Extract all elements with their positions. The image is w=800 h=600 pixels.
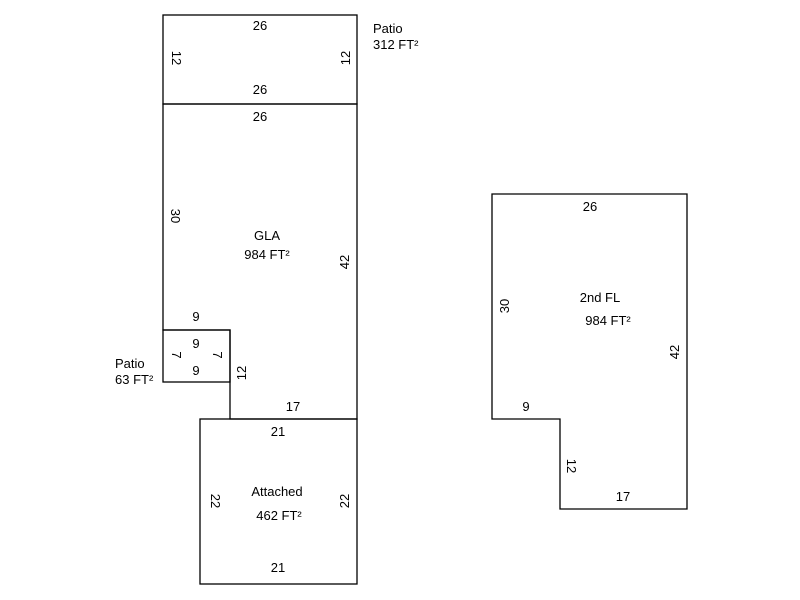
second-floor-dim-left: 30 — [497, 299, 512, 313]
patio-small-dim-right: 7 — [210, 351, 225, 358]
attached-dim-top: 21 — [271, 424, 285, 439]
gla-dim-left: 30 — [168, 209, 183, 223]
attached-dim-bottom: 21 — [271, 560, 285, 575]
patio-top-dim-left: 12 — [169, 51, 184, 65]
gla-area: 984 FT² — [244, 247, 290, 262]
attached-dim-right: 22 — [337, 494, 352, 508]
second-floor-dim-right: 42 — [667, 345, 682, 359]
second-floor-dim-notch-top: 9 — [522, 399, 529, 414]
patio-top-area: 312 FT² — [373, 37, 419, 52]
gla-dim-bottom: 17 — [286, 399, 300, 414]
attached-area: 462 FT² — [256, 508, 302, 523]
patio-small-name: Patio — [115, 356, 145, 371]
second-floor-dim-top: 26 — [583, 199, 597, 214]
gla-name: GLA — [254, 228, 280, 243]
gla-dim-notch-side: 12 — [234, 366, 249, 380]
second-floor-outline — [491, 193, 688, 510]
gla-dim-top: 26 — [253, 109, 267, 124]
patio-small-dim-left: 7 — [169, 351, 184, 358]
patio-top-name: Patio — [373, 21, 403, 36]
second-floor-dim-bottom: 17 — [616, 489, 630, 504]
patio-small-dim-top: 9 — [192, 336, 199, 351]
gla-dim-right: 42 — [337, 255, 352, 269]
gla-dim-notch-top: 9 — [192, 309, 199, 324]
attached-dim-left: 22 — [208, 494, 223, 508]
second-floor-dim-notch-side: 12 — [564, 459, 579, 473]
attached-name: Attached — [251, 484, 302, 499]
attached-outline — [199, 418, 358, 585]
patio-top-dim-bottom: 26 — [253, 82, 267, 97]
patio-small-area: 63 FT² — [115, 372, 154, 387]
patio-small-outline — [162, 329, 231, 383]
patio-top-dim-top: 26 — [253, 18, 267, 33]
second-floor-area: 984 FT² — [585, 313, 631, 328]
second-floor-name: 2nd FL — [580, 290, 620, 305]
patio-top-dim-right: 12 — [338, 51, 353, 65]
patio-small-dim-bottom: 9 — [192, 363, 199, 378]
